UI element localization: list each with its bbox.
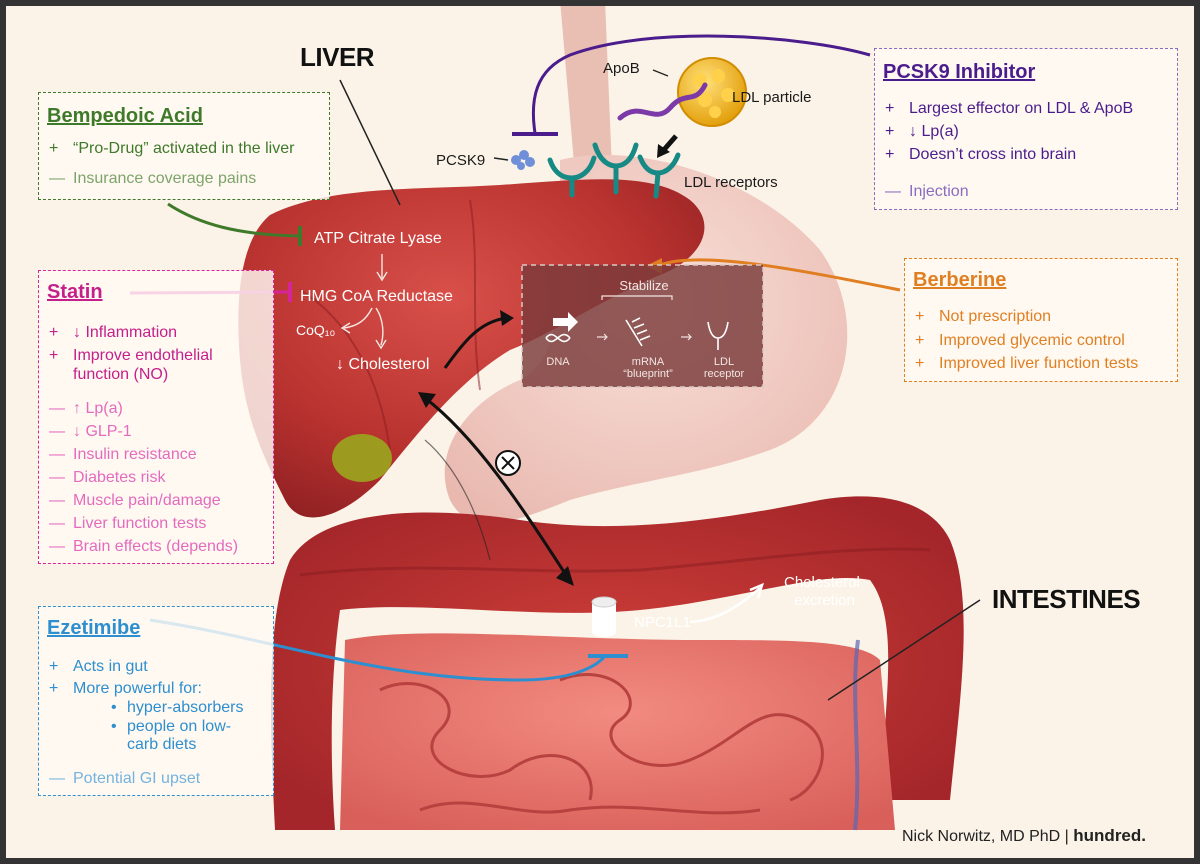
statin-con-6: —Liver function tests xyxy=(49,515,207,532)
pcsk9-pro-1: +Largest effector on LDL & ApoB xyxy=(885,100,1134,117)
ezetimibe-bullet-2b: carb diets xyxy=(127,736,197,753)
pcsk9-con-1: —Injection xyxy=(885,183,969,200)
stabilize-dna: DNA xyxy=(546,356,570,368)
berberine-pro-1: +Not prescription xyxy=(915,308,1052,325)
brand-logo: hundred. xyxy=(1073,826,1146,845)
dna-icon xyxy=(545,333,571,343)
statin-pro-2: +Improve endothelial xyxy=(49,347,213,364)
small-intestine xyxy=(340,633,895,830)
atp-citrate-lyase-label: ATP Citrate Lyase xyxy=(314,230,442,247)
berberine-pro-3: +Improved liver function tests xyxy=(915,355,1139,372)
receptor-icon xyxy=(707,321,729,350)
hmg-coa-reductase-label: HMG CoA Reductase xyxy=(300,288,453,305)
intestines-label: INTESTINES xyxy=(992,584,1141,614)
pcsk9-pro-2: +↓ Lp(a) xyxy=(885,123,959,140)
bempedoic-acid-box: Bempedoic Acid +“Pro-Drug” activated in … xyxy=(38,92,330,200)
esophagus xyxy=(560,6,612,175)
pcsk9-inhibitor-title: PCSK9 Inhibitor xyxy=(883,61,1036,83)
ldl-particle-shape xyxy=(677,57,747,127)
stabilize-ldl: LDL xyxy=(713,356,735,368)
statin-con-4: —Diabetes risk xyxy=(49,469,166,486)
pcsk9-pro-3: +Doesn’t cross into brain xyxy=(885,146,1077,163)
cholesterol-excretion-label-2: excretion xyxy=(794,592,855,609)
pcsk9-inhibitor-box: PCSK9 Inhibitor +Largest effector on LDL… xyxy=(874,48,1178,210)
bempedoic-acid-title: Bempedoic Acid xyxy=(47,105,203,127)
statin-con-1: —↑ Lp(a) xyxy=(49,400,123,417)
pcsk9-inhibition-line xyxy=(531,34,871,134)
statin-pro-1: +↓ Inflammation xyxy=(49,324,178,341)
npc1l1-transporter xyxy=(591,596,617,637)
statin-title: Statin xyxy=(47,281,103,303)
pcsk9-blob xyxy=(511,150,535,170)
apob-protein xyxy=(617,82,708,121)
ezetimibe-box: Ezetimibe +Acts in gut +More powerful fo… xyxy=(38,606,274,796)
ezetimibe-bullet-1: •hyper-absorbers xyxy=(111,699,244,716)
statin-con-5: —Muscle pain/damage xyxy=(49,492,221,509)
statin-box: Statin +↓ Inflammation +Improve endothel… xyxy=(38,270,274,564)
cholesterol-excretion-label-1: Cholesterol xyxy=(784,574,860,591)
ldl-receptors-shape xyxy=(547,142,681,199)
cholesterol-label: ↓ Cholesterol xyxy=(336,356,430,373)
berberine-title: Berberine xyxy=(913,269,1007,291)
statin-con-7: —Brain effects (depends) xyxy=(49,538,239,555)
statin-con-2: —↓ GLP-1 xyxy=(49,423,132,440)
ezetimibe-pro-1: +Acts in gut xyxy=(49,658,148,675)
berberine-pro-2: +Improved glycemic control xyxy=(915,332,1125,349)
stabilize-title: Stabilize xyxy=(619,278,669,293)
ldl-particle-label: LDL particle xyxy=(732,89,812,106)
ezetimibe-con-1: —Potential GI upset xyxy=(49,770,201,787)
ezetimibe-bullet-2: •people on low- xyxy=(111,718,232,735)
stabilize-receptor: receptor xyxy=(703,368,745,380)
npc1l1-label: NPC1L1 xyxy=(634,614,691,631)
bempedoic-inhibition-line xyxy=(167,202,301,238)
apob-label: ApoB xyxy=(603,60,640,77)
stabilize-mrna: mRNA xyxy=(631,356,665,368)
mrna-icon xyxy=(625,317,651,347)
liver-label: LIVER xyxy=(300,42,375,72)
stabilize-mrna-blueprint: “blueprint” xyxy=(623,368,673,380)
bempedoic-con-1: —Insurance coverage pains xyxy=(49,170,257,187)
credit-author: Nick Norwitz, MD PhD | xyxy=(902,828,1074,845)
credit: Nick Norwitz, MD PhD | hundred. xyxy=(902,826,1146,846)
ezetimibe-title: Ezetimibe xyxy=(47,617,141,639)
berberine-box: Berberine +Not prescription +Improved gl… xyxy=(904,258,1178,382)
ldl-receptors-label: LDL receptors xyxy=(684,174,778,191)
coq10-label: CoQ₁₀ xyxy=(296,322,336,338)
pcsk9-label: PCSK9 xyxy=(436,152,486,169)
colon xyxy=(270,496,964,830)
liver xyxy=(238,179,705,518)
gallbladder xyxy=(332,434,392,482)
ezetimibe-pro-2: +More powerful for: xyxy=(49,680,202,697)
statin-pro-2b: function (NO) xyxy=(73,366,169,383)
statin-con-3: —Insulin resistance xyxy=(49,446,197,463)
bempedoic-pro-1: +“Pro-Drug” activated in the liver xyxy=(49,140,295,157)
transcription-arrow-icon xyxy=(553,312,578,332)
